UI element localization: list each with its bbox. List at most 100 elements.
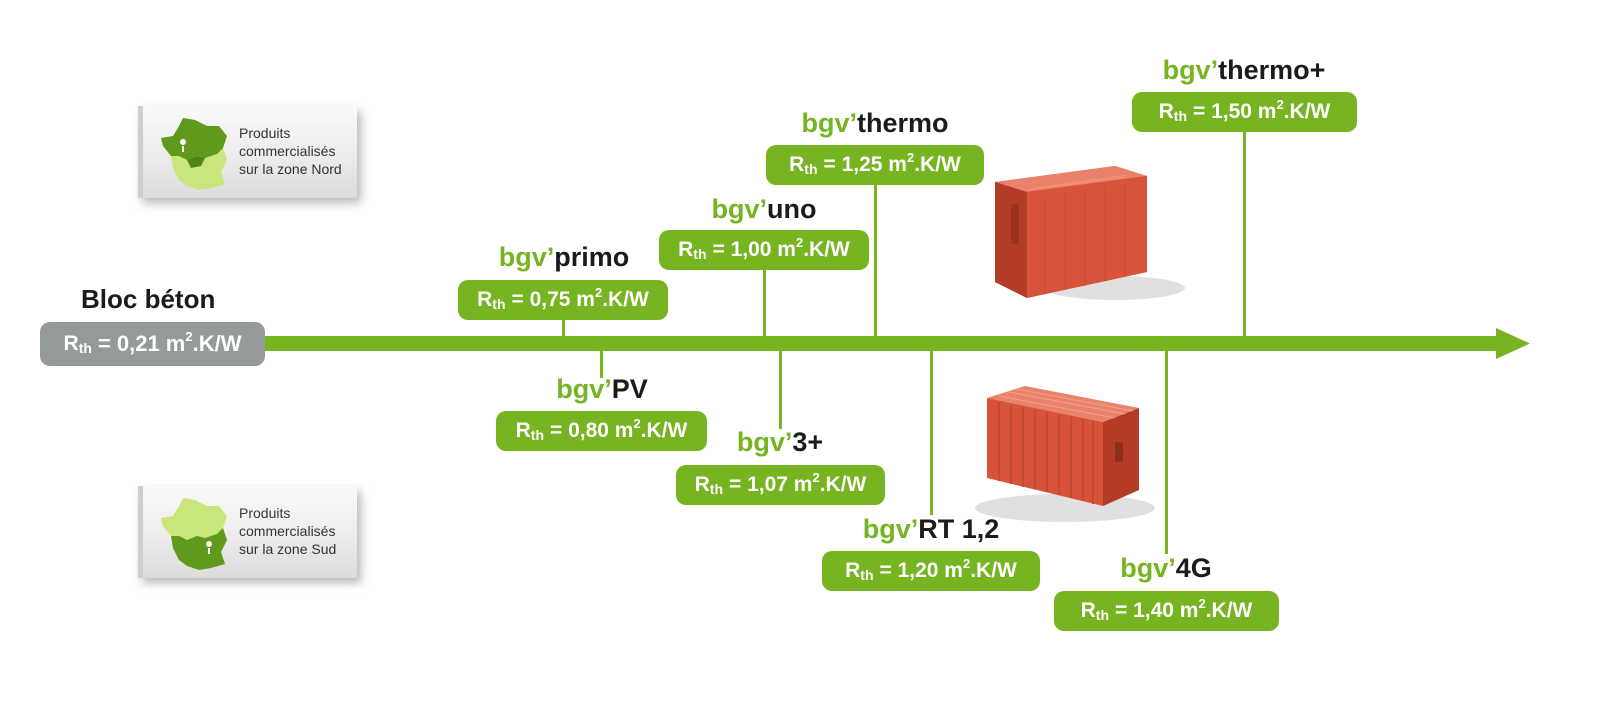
r-subscript: th <box>492 296 506 312</box>
unit-sup: 2 <box>962 555 971 571</box>
product-name-uno: bgv’uno <box>712 194 817 225</box>
product-name-rt12: bgv’RT 1,2 <box>863 514 1000 545</box>
unit-end: .K/W <box>192 331 242 356</box>
connector-3plus <box>779 349 782 429</box>
r-value: = 0,80 m <box>550 419 634 442</box>
product-name-3plus: bgv’3+ <box>737 427 823 458</box>
product-name-thermo-plus: bgv’thermo+ <box>1163 55 1326 86</box>
unit-sup: 2 <box>185 328 193 344</box>
product-name-primo: bgv’primo <box>499 242 630 273</box>
product-name-thermo: bgv’thermo <box>801 108 948 139</box>
model-label: thermo <box>857 108 949 138</box>
connector-thermo <box>874 184 877 338</box>
model-label: primo <box>554 242 630 272</box>
baseline-title: Bloc béton <box>81 284 216 314</box>
r-value: = 0,21 m <box>97 331 186 356</box>
r-value: = 0,75 m <box>511 288 595 311</box>
unit-end: .K/W <box>1205 599 1253 622</box>
brand-label: bgv’ <box>711 194 768 224</box>
unit-end: .K/W <box>970 559 1017 582</box>
zone-sud-card: Produits commercialisés sur la zone Sud <box>138 486 357 578</box>
model-label: 4G <box>1175 553 1212 583</box>
brick-upright-image <box>995 166 1185 300</box>
brand-label: bgv’ <box>1120 553 1176 583</box>
r-symbol: R <box>63 332 79 355</box>
zone-line: sur la zone Sud <box>239 541 337 557</box>
r-subscript: th <box>78 340 92 356</box>
connector-4g <box>1165 349 1168 554</box>
r-symbol: R <box>845 559 861 582</box>
france-map-north-icon <box>161 118 227 190</box>
r-subscript: th <box>1173 108 1187 124</box>
r-value: = 1,07 m <box>729 473 813 496</box>
product-name-4g: bgv’4G <box>1120 553 1212 584</box>
model-label: uno <box>767 194 817 224</box>
r-value: = 1,20 m <box>879 559 963 582</box>
unit-sup: 2 <box>1198 595 1206 611</box>
zone-nord-card: Produits commercialisés sur la zone Nord <box>138 106 357 198</box>
brand-label: bgv’ <box>736 427 793 457</box>
unit-sup: 2 <box>633 415 641 431</box>
model-label: PV <box>611 374 648 404</box>
connector-rt12 <box>930 349 933 515</box>
r-value: = 1,00 m <box>712 238 796 261</box>
connector-uno <box>763 268 766 338</box>
unit-sup: 2 <box>906 149 915 165</box>
connector-thermo-plus <box>1243 131 1246 338</box>
r-subscript: th <box>709 481 723 497</box>
zone-line: Produits <box>239 125 291 141</box>
r-symbol: R <box>1158 100 1174 123</box>
brand-label: bgv’ <box>1162 55 1219 85</box>
unit-end: .K/W <box>914 153 961 176</box>
r-symbol: R <box>515 419 531 442</box>
r-symbol: R <box>694 473 710 496</box>
r-subscript: th <box>530 427 544 443</box>
zone-sud-text: Produits commercialisés sur la zone Sud <box>239 504 354 558</box>
zone-line: commercialisés <box>239 143 336 159</box>
r-value: = 1,25 m <box>823 153 907 176</box>
zone-line: Produits <box>239 505 291 521</box>
axis-arrowhead <box>1496 328 1530 359</box>
brand-label: bgv’ <box>556 374 612 404</box>
france-map-south-icon <box>161 498 227 570</box>
r-subscript: th <box>804 161 818 177</box>
zone-line: commercialisés <box>239 523 336 539</box>
brand-label: bgv’ <box>801 108 857 138</box>
model-label: thermo+ <box>1218 55 1326 85</box>
r-symbol: R <box>678 238 694 261</box>
r-symbol: R <box>789 153 805 176</box>
unit-end: .K/W <box>602 288 649 311</box>
unit-end: .K/W <box>640 419 688 442</box>
unit-end: .K/W <box>803 238 850 261</box>
unit-sup: 2 <box>812 469 820 485</box>
brick-lying-image <box>975 386 1155 522</box>
brand-label: bgv’ <box>498 242 555 272</box>
unit-sup: 2 <box>795 234 804 250</box>
unit-sup: 2 <box>1276 96 1284 112</box>
r-subscript: th <box>693 246 707 262</box>
zone-line: sur la zone Nord <box>239 161 342 177</box>
r-symbol: R <box>477 288 493 311</box>
r-symbol: R <box>1080 599 1096 622</box>
connector-primo <box>562 318 565 338</box>
unit-end: .K/W <box>1283 100 1331 123</box>
r-value: = 1,40 m <box>1115 599 1199 622</box>
product-name-pv: bgv’PV <box>556 374 648 405</box>
unit-end: .K/W <box>819 473 867 496</box>
model-label: RT 1,2 <box>918 514 1000 544</box>
model-label: 3+ <box>792 427 824 457</box>
r-value: = 1,50 m <box>1193 100 1277 123</box>
connector-pv <box>600 349 603 378</box>
r-subscript: th <box>1095 607 1109 623</box>
r-subscript: th <box>860 567 874 583</box>
brand-label: bgv’ <box>862 514 919 544</box>
zone-nord-text: Produits commercialisés sur la zone Nord <box>239 124 354 178</box>
